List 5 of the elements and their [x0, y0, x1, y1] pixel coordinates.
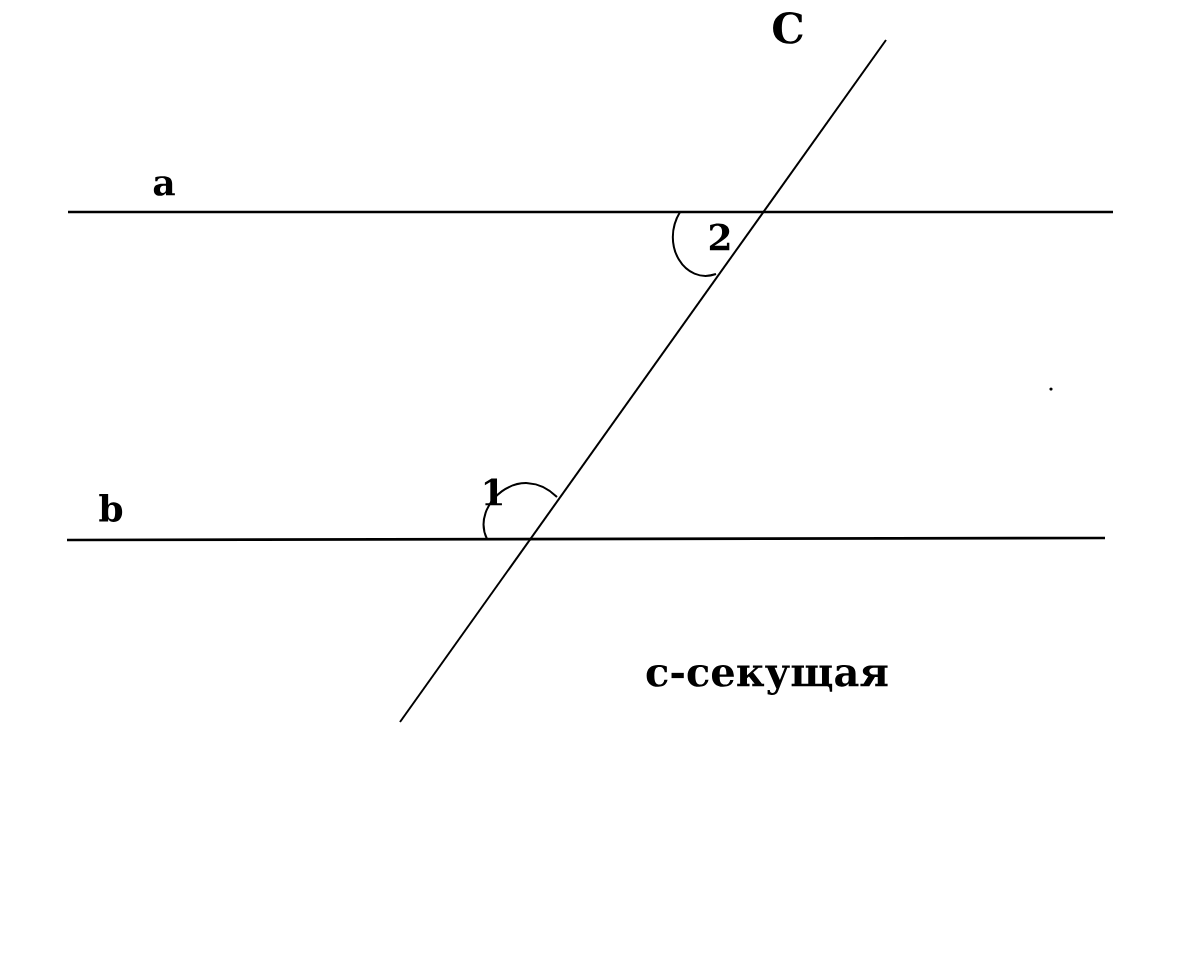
line-label: C [773, 12, 803, 44]
line-label: a [153, 176, 175, 196]
line-label: с-секущая [646, 664, 888, 696]
line-label: b [99, 494, 123, 522]
line-label: 2 [709, 223, 730, 251]
